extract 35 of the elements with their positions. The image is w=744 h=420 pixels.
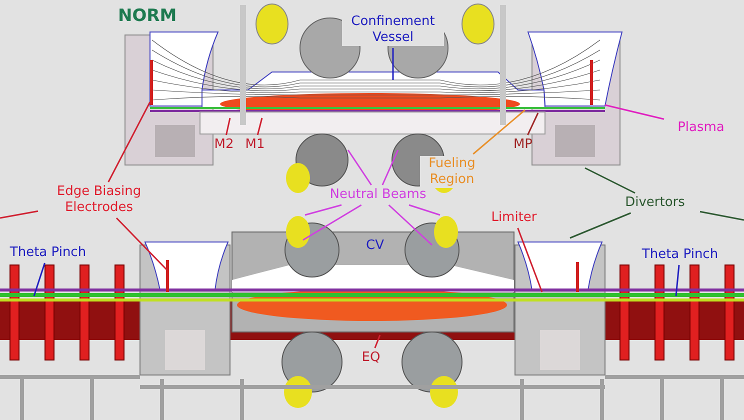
leader-line (302, 204, 362, 241)
callout-label: M1 (243, 137, 267, 153)
leader-line (392, 48, 394, 80)
callout-label: Divertors (612, 195, 698, 211)
leader-line (408, 204, 440, 216)
callout-label: MP (510, 137, 536, 153)
leader-line (700, 210, 744, 221)
callout-label: Edge Biasing Electrodes (40, 184, 158, 216)
callout-label: CV (362, 238, 388, 254)
callout-label: EQ (357, 350, 385, 366)
leader-line (225, 118, 231, 136)
leader-line (584, 167, 636, 194)
leader-line (527, 112, 539, 136)
leader-line (388, 204, 432, 246)
leader-line (675, 264, 680, 296)
leader-line (347, 150, 372, 186)
leader-line (374, 334, 381, 348)
callout-label: Theta Pinch (634, 247, 726, 263)
callout-label: M2 (212, 137, 236, 153)
leader-line (304, 204, 342, 216)
callout-label: Plasma (666, 120, 736, 136)
leader-line (472, 109, 526, 155)
leader-line (570, 212, 631, 239)
callout-label: Theta Pinch (2, 245, 94, 261)
leader-line (108, 102, 151, 182)
leader-line (604, 104, 664, 120)
leader-line (382, 150, 399, 186)
device-name-label: NORM (118, 8, 177, 24)
callout-label: Neutral Beams (322, 187, 434, 203)
callout-label: Limiter (486, 210, 542, 226)
callout-label: Confinement Vessel (342, 14, 444, 46)
leader-line (116, 217, 168, 271)
leader-line (0, 210, 38, 219)
leader-line (33, 262, 46, 296)
leader-line (256, 118, 263, 136)
